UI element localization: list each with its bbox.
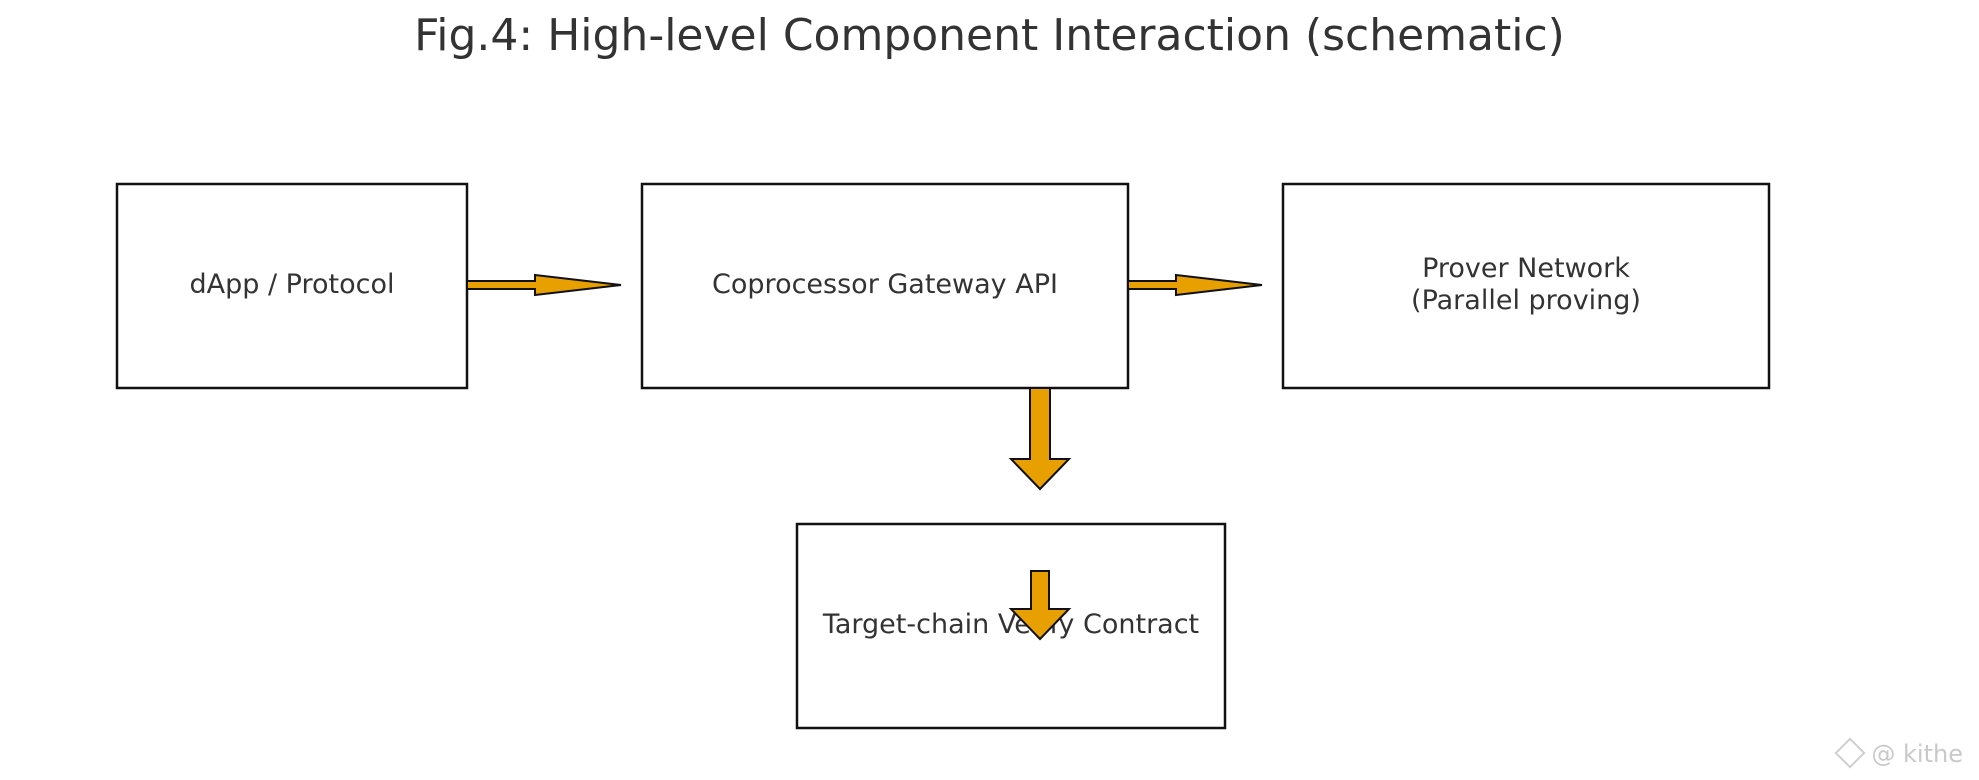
node-gateway-label: Coprocessor Gateway API [712, 269, 1058, 300]
diagram-title: Fig.4: High-level Component Interaction … [414, 10, 1565, 61]
node-verify: Target-chain Verify Contract [795, 522, 1227, 730]
node-prover-label-line1: Prover Network [1422, 253, 1630, 284]
arrow-gateway-to-verify [1008, 387, 1072, 491]
watermark-text: @ kithe [1871, 740, 1963, 768]
node-prover: Prover Network (Parallel proving) [1281, 182, 1771, 390]
binance-diamond-icon [1834, 737, 1866, 769]
arrow-dapp-to-gateway [466, 273, 622, 297]
arrow-gateway-to-prover [1127, 273, 1263, 297]
arrow-verify-inner [1008, 570, 1072, 641]
node-prover-label-line2: (Parallel proving) [1411, 285, 1641, 316]
node-dapp-label: dApp / Protocol [190, 269, 395, 300]
node-gateway: Coprocessor Gateway API [640, 182, 1130, 390]
node-dapp: dApp / Protocol [115, 182, 469, 390]
watermark: @ kithe [1834, 737, 1963, 769]
node-verify-label: Target-chain Verify Contract [822, 609, 1199, 640]
